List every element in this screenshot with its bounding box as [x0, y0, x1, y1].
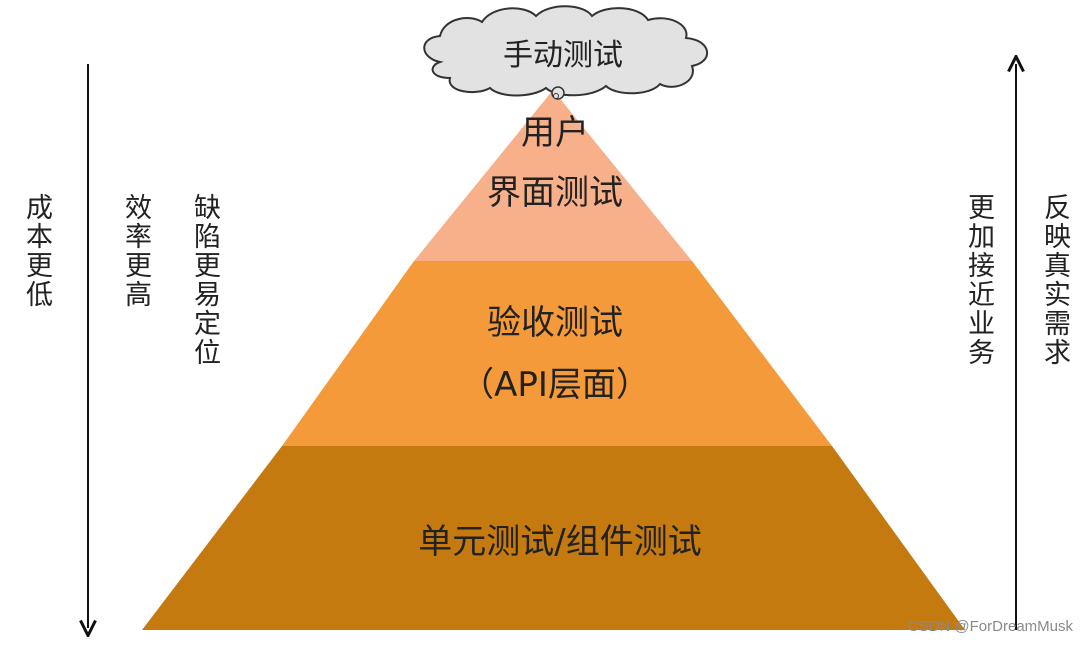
unit-component-test-label: 单元测试/组件测试: [418, 522, 702, 562]
pyramid-tier-bottom: [142, 446, 965, 630]
csdn-watermark: CSDN @ForDreamMusk: [907, 618, 1073, 635]
lower-cost-label: 成本更低: [21, 193, 52, 309]
manual-testing-label: 手动测试: [503, 38, 623, 73]
cloud-tail-bubble-small: [553, 93, 559, 99]
higher-efficiency-label: 效率更高: [120, 193, 151, 309]
acceptance-test-label-line1: 验收测试: [487, 303, 623, 343]
ui-test-label-line2: 界面测试: [487, 173, 623, 213]
acceptance-test-label-line2: （API层面）: [460, 365, 650, 405]
easier-defect-location-label: 缺陷更易定位: [189, 193, 220, 367]
closer-to-business-label: 更加接近业务: [963, 193, 994, 367]
pyramid-tier-middle: [282, 261, 832, 446]
pyramid-tier-top: [414, 90, 692, 261]
cloud-shape: [423, 5, 709, 97]
real-requirements-label: 反映真实需求: [1039, 193, 1070, 367]
ui-test-label-line1: 用户: [521, 113, 589, 153]
